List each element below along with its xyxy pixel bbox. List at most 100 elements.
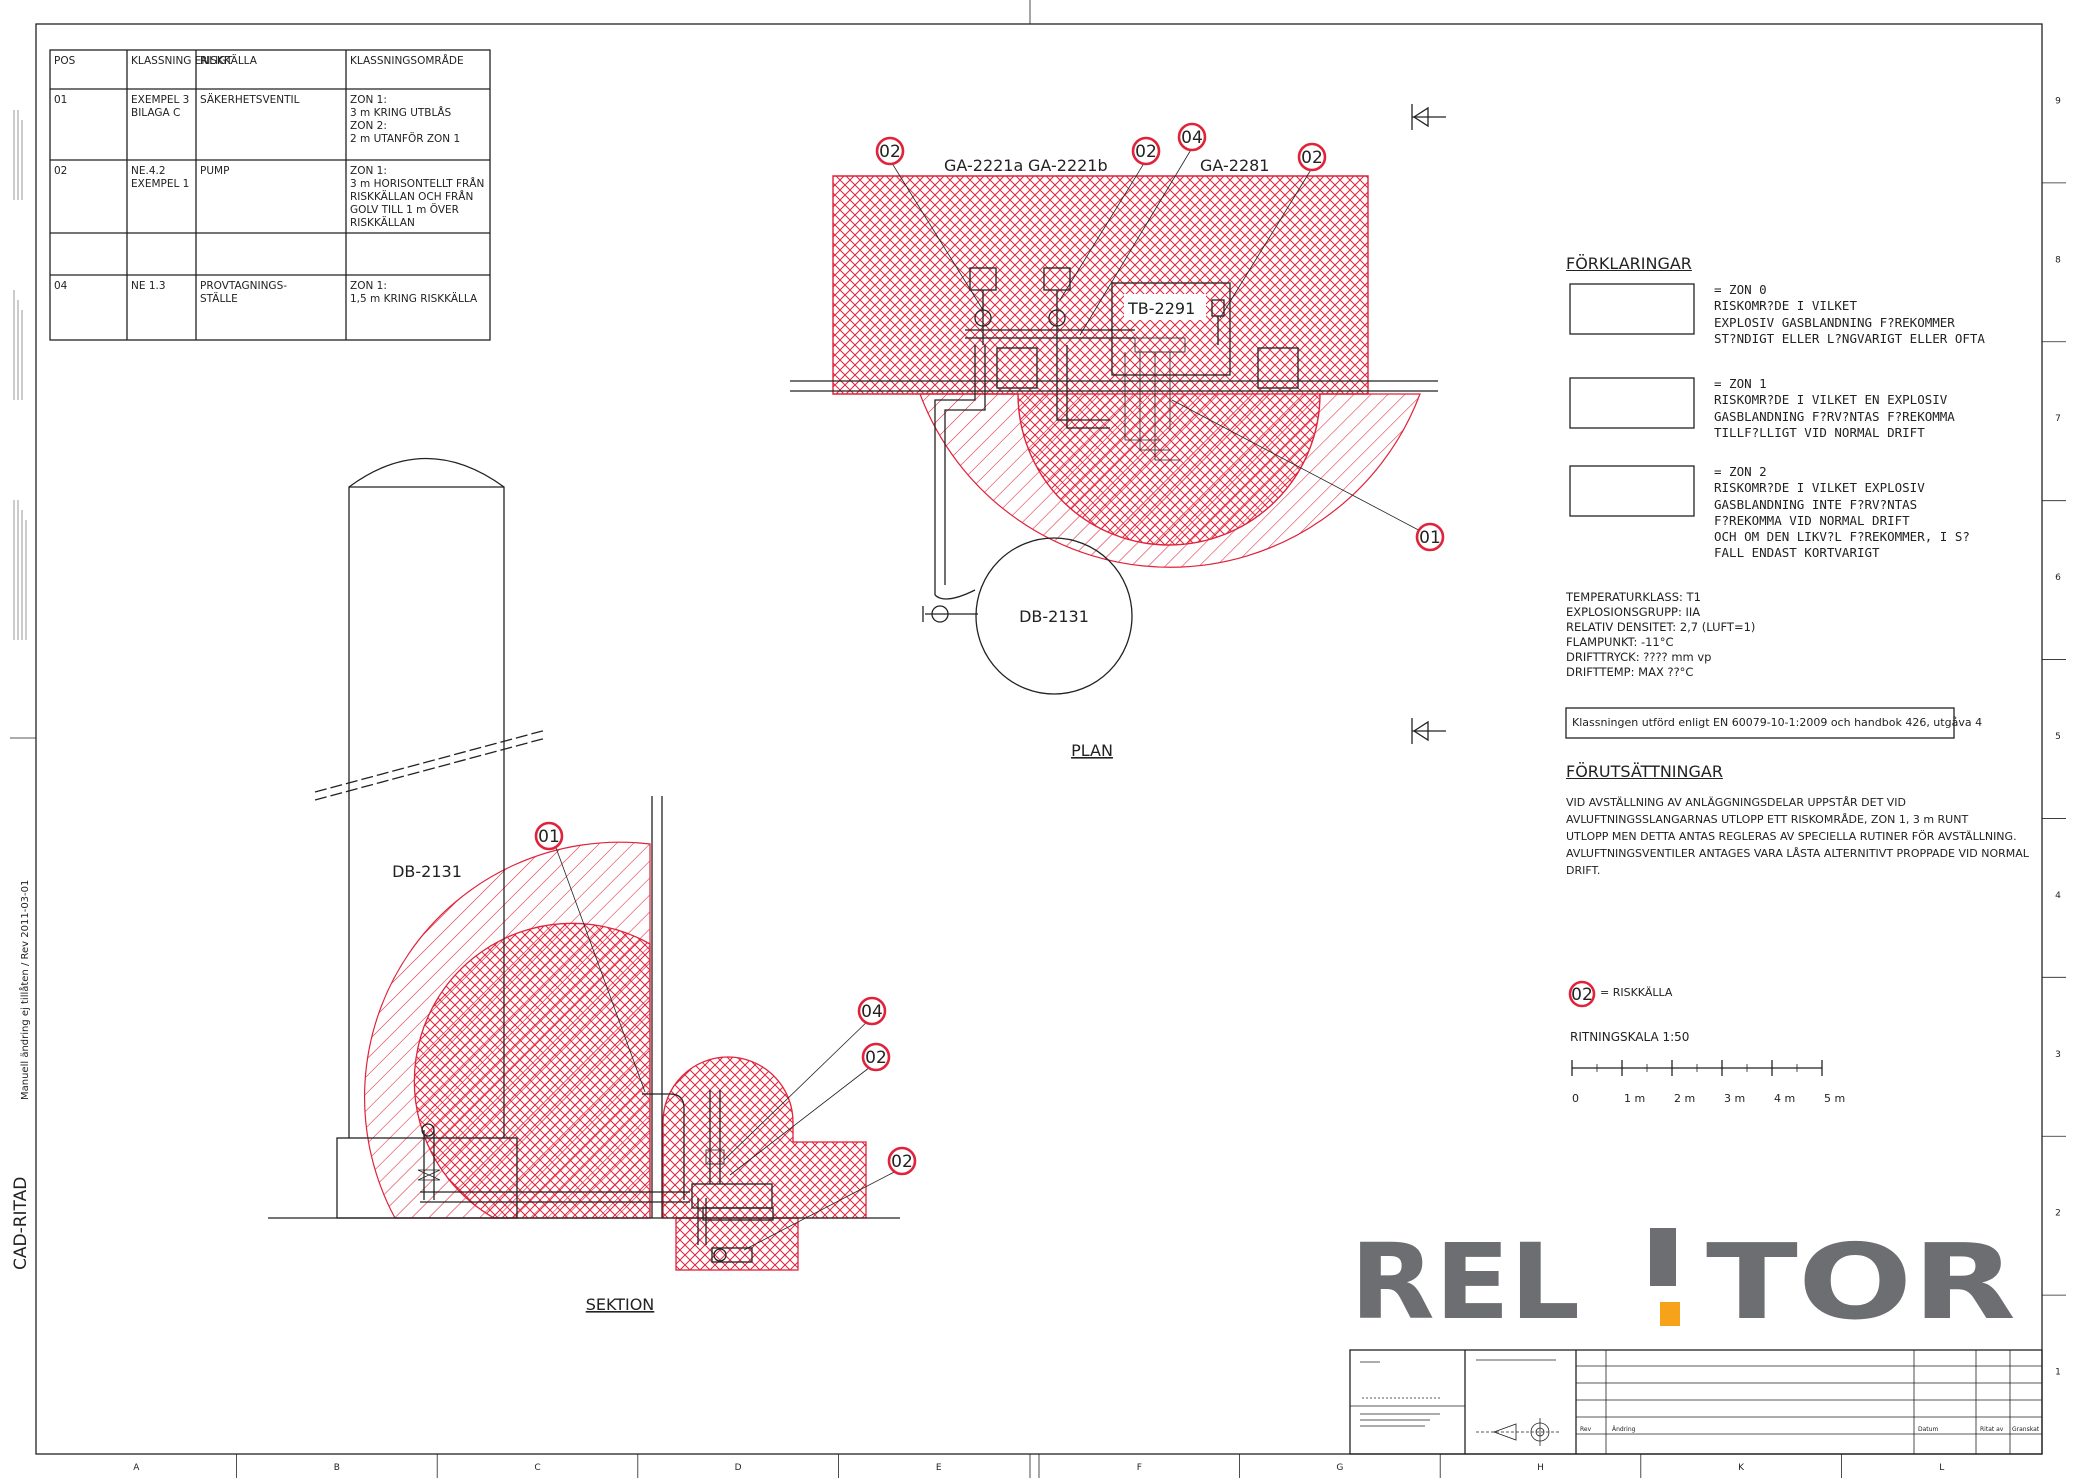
legend-zone2-text: = ZON 2 RISKOMR?DE I VILKET EXPLOSIV GAS… [1714, 464, 1970, 561]
plan-title: PLAN [1071, 741, 1113, 760]
grid-letter: F [1137, 1463, 1142, 1473]
grid-number: 3 [2055, 1050, 2061, 1060]
legend-zone1-swatch [1569, 377, 1695, 429]
grid-number: 2 [2055, 1209, 2061, 1219]
tb-signature: Ritat av [1980, 1426, 2004, 1433]
label-tb-2291: TB-2291 [1127, 299, 1195, 318]
grid-letter: G [1336, 1463, 1343, 1473]
scale-tick-label: 4 m [1774, 1092, 1795, 1105]
label-ga-2221a: GA-2221a [944, 156, 1023, 175]
assumptions-text: VID AVSTÄLLNING AV ANLÄGGNINGSDELAR UPPS… [1566, 796, 2029, 877]
plan-vessel [975, 537, 1133, 695]
label-db-plan: DB-2131 [1019, 607, 1089, 626]
scale-tick-label: 3 m [1724, 1092, 1745, 1105]
property-line: EXPLOSIONSGRUPP: IIA [1566, 605, 1701, 619]
risk-source-label: = RISKKÄLLA [1600, 986, 1673, 999]
risk-marker-plan-02b: 02 [1131, 136, 1161, 166]
cad-label: CAD-RITAD [11, 1177, 31, 1270]
plan-pipework [790, 267, 1438, 623]
plan-leaders [889, 147, 1313, 336]
manual-note: Manuell ändring ej tillåten / Rev 2011-0… [18, 880, 31, 1100]
legend-zone2-swatch [1569, 465, 1695, 517]
risk-marker-sec-02a: 02 [861, 1042, 891, 1072]
risk-marker-sec-04: 04 [857, 996, 887, 1026]
scale-label: RITNINGSKALA 1:50 [1570, 1030, 1690, 1044]
table-cell: NE.4.2 EXEMPEL 1 [131, 165, 190, 190]
scale-tick-label: 5 m [1824, 1092, 1845, 1105]
plan-zone1-area [832, 175, 1369, 546]
table-header: RISKKÄLLA [200, 55, 257, 67]
section-cut-arrow-bottom [1411, 718, 1446, 744]
svg-text:01: 01 [1419, 528, 1441, 548]
legend-zone0-swatch [1569, 283, 1695, 335]
svg-text:04: 04 [1181, 128, 1203, 148]
svg-text:02: 02 [891, 1152, 913, 1172]
table-cell: 02 [54, 165, 68, 177]
table-cell: SÄKERHETSVENTIL [200, 94, 300, 106]
table-header: POS [54, 55, 76, 67]
grid-letter: C [534, 1463, 540, 1473]
svg-text:04: 04 [861, 1002, 883, 1022]
grid-letter: K [1738, 1463, 1745, 1473]
table-cell: NE 1.3 [131, 280, 166, 292]
svg-text:TOR: TOR [1706, 1221, 2016, 1343]
grid-letter: H [1537, 1463, 1544, 1473]
section-vessel [268, 457, 900, 1219]
grid-number: 6 [2055, 573, 2061, 583]
section-zone1-area [413, 922, 867, 1271]
label-ga-2281: GA-2281 [1200, 156, 1269, 175]
grid-letter: E [936, 1463, 942, 1473]
table-cell: ZON 1: 3 m KRING UTBLÅS ZON 2: 2 m UTANF… [350, 94, 461, 145]
grid-letter: L [1939, 1463, 1944, 1473]
tb-change: Ändring [1612, 1426, 1636, 1433]
title-block [1349, 1349, 2043, 1455]
scale-tick-label: 0 [1572, 1092, 1579, 1105]
table-cell: PUMP [200, 165, 230, 177]
table-cell: PROVTAGNINGS- STÄLLE [200, 280, 288, 305]
svg-text:02: 02 [1135, 142, 1157, 162]
svg-text:REL: REL [1350, 1221, 1580, 1343]
grid-number: 8 [2055, 255, 2061, 265]
grid-letter: A [133, 1463, 140, 1473]
tb-checked: Granskat [2012, 1426, 2040, 1433]
property-line: DRIFTTEMP: MAX ??°C [1566, 665, 1694, 679]
section-leaders [554, 844, 903, 1251]
tb-date: Datum [1918, 1426, 1938, 1433]
grid-number: 5 [2055, 732, 2061, 742]
risk-marker-sec-01: 01 [534, 821, 564, 851]
svg-text:02: 02 [1301, 148, 1323, 168]
risk-marker-plan-02a: 02 [875, 136, 905, 166]
relitor-logo: REL TOR [1350, 1221, 2016, 1343]
section-title: SEKTION [586, 1295, 655, 1314]
classification-table [49, 49, 491, 341]
svg-text:02: 02 [879, 142, 901, 162]
risk-marker-plan-02c: 02 [1297, 142, 1327, 172]
assumptions-title: FÖRUTSÄTTNINGAR [1566, 762, 1723, 781]
table-cell: ZON 1: 1,5 m KRING RISKKÄLLA [350, 280, 478, 305]
section-pipework [417, 796, 774, 1263]
grid-letter: D [735, 1463, 742, 1473]
property-line: DRIFTTRYCK: ???? mm vp [1566, 650, 1712, 664]
scale-tick-label: 1 m [1624, 1092, 1645, 1105]
legend-title: FÖRKLARINGAR [1566, 254, 1692, 273]
property-line: RELATIV DENSITET: 2,7 (LUFT=1) [1566, 620, 1756, 634]
label-db-section: DB-2131 [392, 862, 462, 881]
standard-note-box [1565, 707, 1955, 739]
table-header: KLASSNING ENLIGT [131, 55, 233, 67]
grid-number: 7 [2055, 414, 2061, 424]
table-cell: 01 [54, 94, 68, 106]
property-line: TEMPERATURKLASS: T1 [1566, 590, 1701, 604]
grid-number: 9 [2055, 96, 2061, 106]
table-cell: ZON 1: 3 m HORISONTELLT FRÅN RISKKÄLLAN … [350, 165, 485, 229]
property-line: FLAMPUNKT: -11°C [1566, 635, 1674, 649]
risk-marker-plan-04: 04 [1177, 122, 1207, 152]
grid-letter: B [334, 1463, 340, 1473]
svg-text:02: 02 [1571, 985, 1593, 1005]
tb-rev: Rev [1580, 1426, 1592, 1433]
table-cell: EXEMPEL 3 BILAGA C [131, 94, 190, 119]
risk-marker-plan-01: 01 [1415, 522, 1445, 552]
